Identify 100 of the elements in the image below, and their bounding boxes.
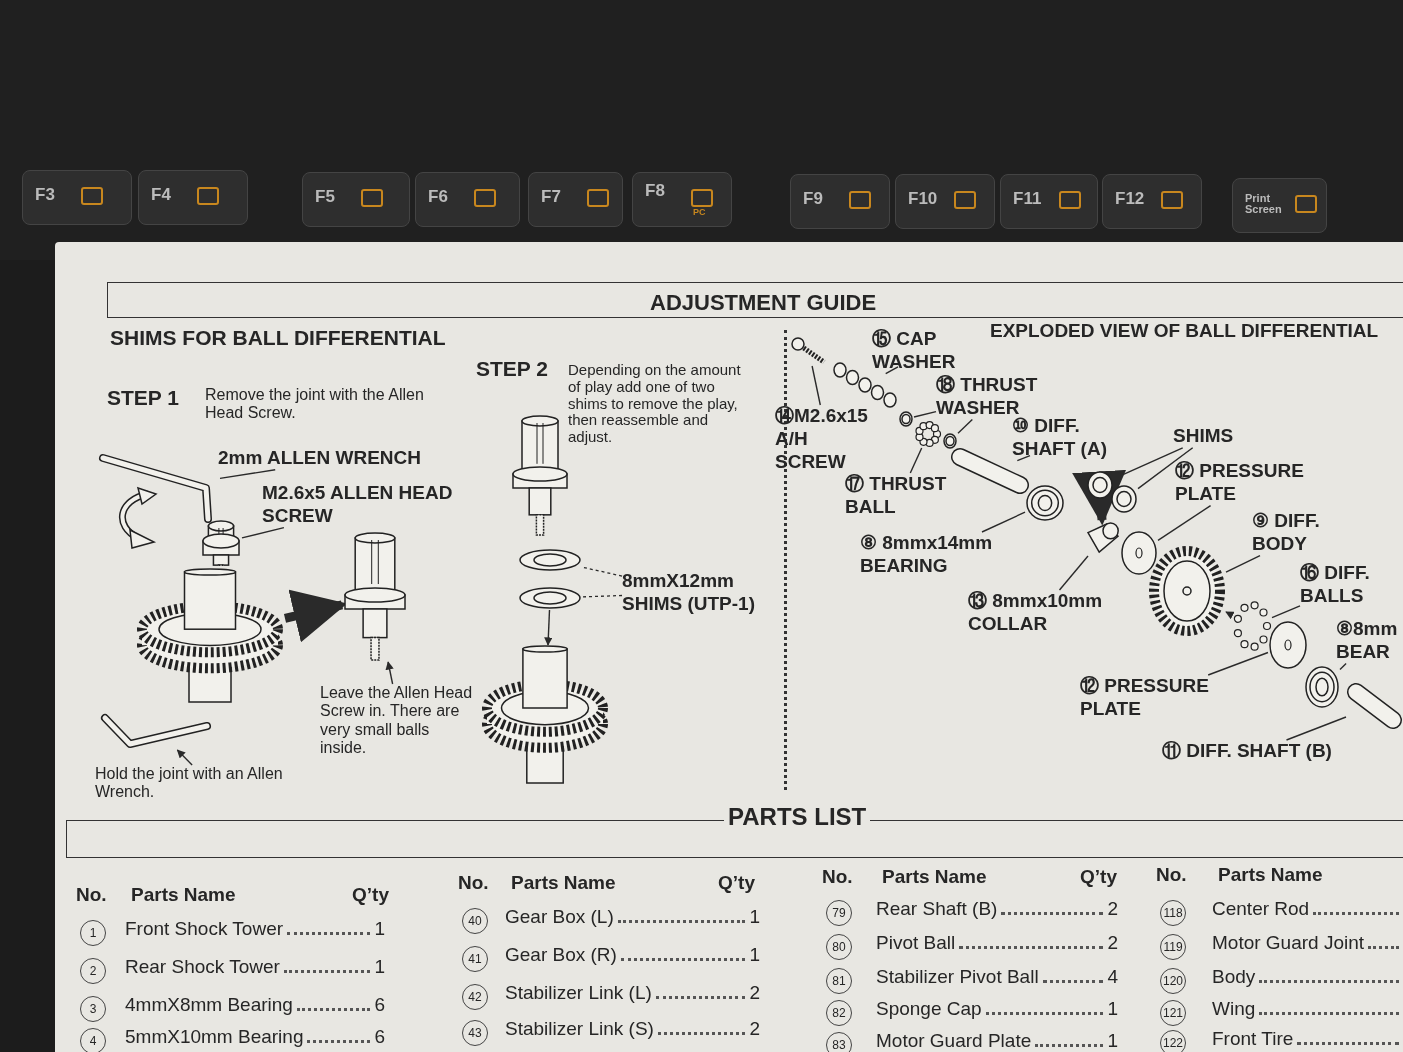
callout-label: SHIMS <box>1173 425 1243 448</box>
part-name: Rear Shock Tower <box>125 956 280 978</box>
column-header: Q’ty <box>352 884 389 906</box>
quantity: 1 <box>1107 1030 1118 1052</box>
part-name: Stabilizer Link (L) <box>505 982 652 1004</box>
leader-line <box>1339 662 1347 671</box>
column-header: Parts Name <box>1218 864 1323 886</box>
washer-drawing <box>898 410 914 428</box>
part-name: 4mmX8mm Bearing <box>125 994 293 1016</box>
section-heading: EXPLODED VIEW OF BALL DIFFERENTIAL <box>990 320 1379 342</box>
instruction-text: Remove the joint with the Allen Head Screw. <box>205 386 425 422</box>
part-name: Rear Shaft (B) <box>876 898 998 920</box>
bearing-drawing <box>1304 665 1340 709</box>
shaft-drawing <box>1346 682 1403 730</box>
plate-drawing <box>1120 530 1158 576</box>
part-name: Stabilizer Pivot Ball <box>876 966 1039 988</box>
part-name: Stabilizer Link (S) <box>505 1018 654 1040</box>
arrow <box>176 749 193 766</box>
leader-line <box>957 418 973 434</box>
quantity: 1 <box>374 956 385 978</box>
leader-line <box>1207 651 1269 676</box>
quantity: 1 <box>1107 998 1118 1020</box>
leader-line <box>1285 716 1347 741</box>
part-name: Gear Box (R) <box>505 944 617 966</box>
callout-label: ⑧8mm BEAR <box>1336 618 1403 664</box>
part-name: Motor Guard Plate <box>876 1030 1032 1052</box>
note-text: Hold the joint with an Allen Wrench. <box>95 765 325 802</box>
shim-drawing <box>518 586 582 610</box>
key-label: F9 <box>803 189 823 209</box>
key-label: F5 <box>315 187 335 207</box>
collar-drawing <box>1084 520 1122 556</box>
block-arrow <box>1072 469 1127 526</box>
quantity: 4 <box>1107 966 1118 988</box>
leader-line <box>241 526 285 539</box>
column-header: No. <box>76 884 107 906</box>
key-label: F11 <box>1013 189 1042 209</box>
column-header: Parts Name <box>882 866 987 888</box>
plate-drawing <box>1268 620 1308 670</box>
step-heading: STEP 2 <box>476 357 548 381</box>
gear-drawing <box>1148 545 1226 637</box>
quantity: 1 <box>749 944 760 966</box>
leader-line <box>1271 605 1301 619</box>
quantity: 2 <box>749 982 760 1004</box>
gear-drawing <box>135 568 285 704</box>
leader-line <box>581 594 623 598</box>
arrow <box>1225 611 1235 620</box>
callout-label: ⑩ DIFF. SHAFT (A) <box>1012 415 1142 461</box>
part-name: Sponge Cap <box>876 998 982 1020</box>
leader-line <box>981 511 1026 533</box>
part-name: 5mmX10mm Bearing <box>125 1026 304 1048</box>
key-label: F6 <box>428 187 448 207</box>
column-header: No. <box>822 866 853 888</box>
leader-line <box>1058 555 1089 591</box>
joint-drawing <box>342 532 408 662</box>
key-label: F12 <box>1115 189 1145 209</box>
leader-line <box>811 365 821 406</box>
part-name: Gear Box (L) <box>505 906 614 928</box>
instruction-text: Depending on the amount of play add one of two shims to remove the play, then reassemble and adjust. <box>568 362 742 446</box>
leader-line <box>1157 504 1212 542</box>
leader-line <box>909 447 923 474</box>
callout-label: M2.6x5 ALLEN HEAD SCREW <box>262 482 492 528</box>
bearing-drawing <box>1025 484 1065 522</box>
part-name: Wing <box>1212 998 1256 1020</box>
quantity: 6 <box>374 994 385 1016</box>
key-label: PC <box>693 207 706 217</box>
callout-label: ⑪ DIFF. SHAFT (B) <box>1162 740 1352 763</box>
callout-label: 8mmX12mm SHIMS (UTP-1) <box>622 570 772 616</box>
key-label: F10 <box>908 189 938 209</box>
joint-drawing <box>510 415 570 537</box>
arrow <box>385 661 394 685</box>
part-name: Front Shock Tower <box>125 918 284 940</box>
callout-label: ⑰ THRUST BALL <box>845 473 955 519</box>
gear-drawing <box>480 645 610 785</box>
key-label: F3 <box>35 185 55 205</box>
leader-line <box>219 469 276 480</box>
shim-drawing <box>1086 470 1114 500</box>
column-header: No. <box>1156 864 1187 886</box>
part-name: Pivot Ball <box>876 932 956 954</box>
shim-drawing <box>518 548 582 572</box>
screw-in-joint-drawing <box>200 520 242 566</box>
leader-line <box>1016 455 1031 462</box>
column-header: No. <box>458 872 489 894</box>
quantity: 2 <box>1107 898 1118 920</box>
part-name: Body <box>1212 966 1256 988</box>
part-name: Motor Guard Joint <box>1212 932 1365 954</box>
key-label: F7 <box>541 187 561 207</box>
callout-label: ⑬ 8mmx10mm COLLAR <box>968 590 1113 636</box>
key-label: Print Screen <box>1245 193 1283 215</box>
column-header: Q’ty <box>718 872 755 894</box>
ball-drawing <box>914 420 942 448</box>
callout-label: ⑧ 8mmx14mm BEARING <box>860 532 1005 578</box>
column-header: Parts Name <box>511 872 616 894</box>
callout-label: ⑫ PRESSURE PLATE <box>1080 675 1215 721</box>
section-heading: SHIMS FOR BALL DIFFERENTIAL <box>110 326 446 350</box>
leader-line <box>913 410 937 418</box>
leader-line <box>885 366 899 375</box>
quantity: 6 <box>374 1026 385 1048</box>
callout-label: ⑮ CAP WASHER <box>872 328 982 374</box>
quantity: 2 <box>1107 932 1118 954</box>
callout-label: ⑫ PRESSURE PLATE <box>1175 460 1315 506</box>
